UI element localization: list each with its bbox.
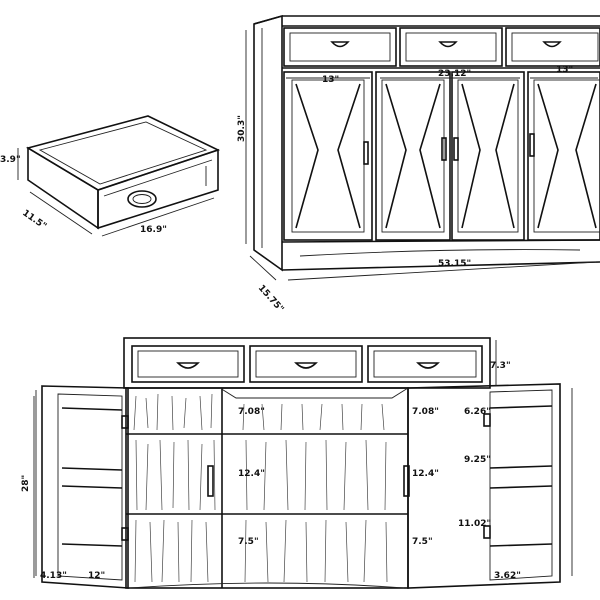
door-left-width-label: 13" (322, 75, 339, 85)
left-shelf-mid-label: 12.4" (238, 469, 265, 479)
cabinet-front-illustration (245, 14, 600, 281)
cabinet-depth-label: 15.75" (256, 283, 286, 314)
door-middle-width-label: 23.12" (438, 69, 471, 79)
drawer-pull-icon (127, 190, 157, 208)
door-handle-icon (363, 141, 369, 165)
door-handle-icon (403, 465, 410, 497)
cabinet-interior-illustration (33, 337, 573, 589)
drawer-illustration (17, 115, 221, 237)
hinge-icon (121, 415, 129, 429)
hinge-icon (483, 413, 491, 427)
left-door-width-label: 12" (88, 571, 105, 581)
right-shelf-mid-label: 12.4" (412, 469, 439, 479)
door-shelf-mid-label: 9.25" (464, 455, 491, 465)
right-shelf-top-label: 7.08" (412, 407, 439, 417)
drawer-width-label: 16.9" (140, 225, 167, 235)
left-shelf-top-label: 7.08" (238, 407, 265, 417)
cabinet-height-label: 30.3" (237, 115, 247, 142)
hinge-icon (483, 525, 491, 539)
drawer-height-label: 7.3" (490, 361, 511, 371)
drawer-handle-icon (542, 41, 562, 48)
door-handle-icon (453, 137, 459, 161)
drawer-height-label: 3.9" (0, 155, 21, 165)
drawer-handle-icon (438, 41, 458, 48)
drawer-handle-icon (416, 362, 440, 369)
right-door-depth-label: 3.62" (494, 571, 521, 581)
hinge-icon (121, 527, 129, 541)
drawer-handle-icon (176, 362, 200, 369)
cabinet-width-label: 53.15" (438, 259, 471, 269)
door-shelf-top-label: 6.26" (464, 407, 491, 417)
drawer-handle-icon (294, 362, 318, 369)
door-handle-icon (207, 465, 214, 497)
left-door-depth-label: 4.13" (40, 571, 67, 581)
overall-height-label: 28" (21, 475, 31, 492)
door-right-width-label: 13" (556, 65, 573, 75)
left-shelf-bottom-label: 7.5" (238, 537, 259, 547)
door-handle-icon (529, 133, 535, 157)
drawer-handle-icon (330, 41, 350, 48)
door-shelf-bottom-label: 11.02" (458, 519, 491, 529)
door-handle-icon (441, 137, 447, 161)
right-shelf-bottom-label: 7.5" (412, 537, 433, 547)
drawer-depth-label: 11.5" (20, 208, 48, 232)
